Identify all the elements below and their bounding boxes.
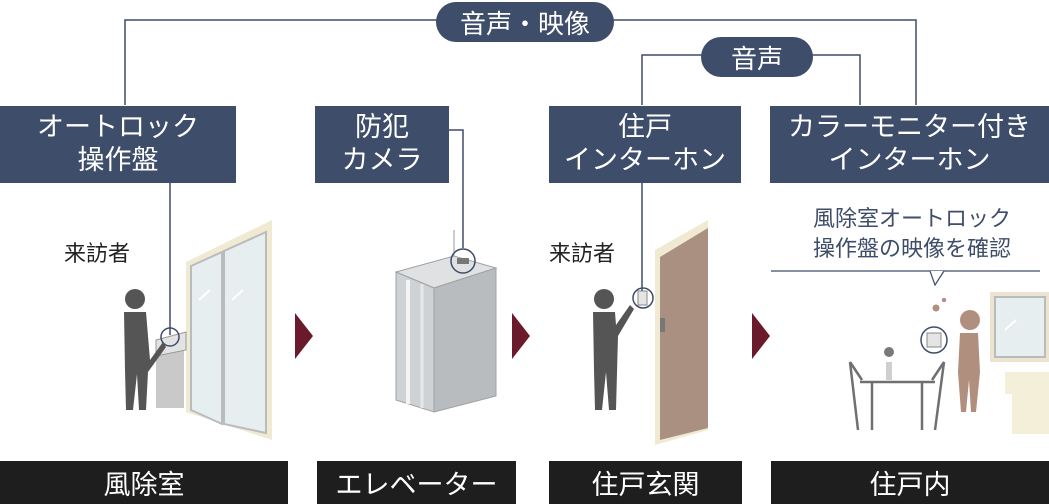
interior-illustration xyxy=(848,292,1049,434)
visitor-label-vestibule: 来訪者 xyxy=(64,242,131,267)
sliding-door-illustration xyxy=(186,220,272,440)
visitor-figure-entrance xyxy=(593,289,634,410)
audio-label: 音声 xyxy=(730,44,783,75)
device-label-line2: インターホン xyxy=(828,144,991,176)
device-label-line1: オートロック xyxy=(37,111,199,143)
device-label-line1: 防犯 xyxy=(355,111,409,143)
device-label-line2: インターホン xyxy=(564,144,726,176)
monitor-note: 風除室オートロック 操作盤の映像を確認 xyxy=(784,205,1040,264)
flow-arrows xyxy=(295,313,770,359)
elevator-illustration xyxy=(394,230,498,413)
location-bar-elevator: エレベーター xyxy=(317,461,516,504)
autolock-panel-box: オートロック 操作盤 xyxy=(0,106,236,183)
autolock-panel-illustration xyxy=(155,327,187,408)
location-bar-interior: 住戸内 xyxy=(771,461,1049,504)
audio-pill: 音声 xyxy=(701,37,813,77)
location-bar-vestibule: 風除室 xyxy=(0,461,288,504)
note-line1: 風除室オートロック xyxy=(812,207,1011,232)
visitor-figure-vestibule xyxy=(124,289,166,410)
resident-figure xyxy=(958,310,980,412)
device-label-line1: 住戸 xyxy=(618,111,672,143)
color-monitor-intercom-box: カラーモニター付き インターホン xyxy=(770,106,1049,183)
audio-video-pill: 音声・映像 xyxy=(436,2,614,42)
audio-video-label: 音声・映像 xyxy=(459,9,590,40)
location-bar-entrance: 住戸玄関 xyxy=(549,461,742,504)
flower-vase-illustration xyxy=(884,347,894,380)
entrance-door-illustration xyxy=(632,220,708,445)
location-label: 住戸玄関 xyxy=(591,470,700,501)
device-label-line2: カメラ xyxy=(341,144,423,176)
device-label-line2: 操作盤 xyxy=(77,144,159,176)
door-intercom-box: 住戸 インターホン xyxy=(549,106,741,183)
location-label: エレベーター xyxy=(335,470,498,501)
location-label: 住戸内 xyxy=(869,470,951,501)
location-label: 風除室 xyxy=(103,470,185,501)
dining-table-illustration xyxy=(848,361,946,431)
device-label-line1: カラーモニター付き xyxy=(788,111,1031,143)
visitor-label-entrance: 来訪者 xyxy=(549,242,616,267)
note-line2: 操作盤の映像を確認 xyxy=(812,236,1011,262)
security-camera-box: 防犯 カメラ xyxy=(315,106,449,183)
